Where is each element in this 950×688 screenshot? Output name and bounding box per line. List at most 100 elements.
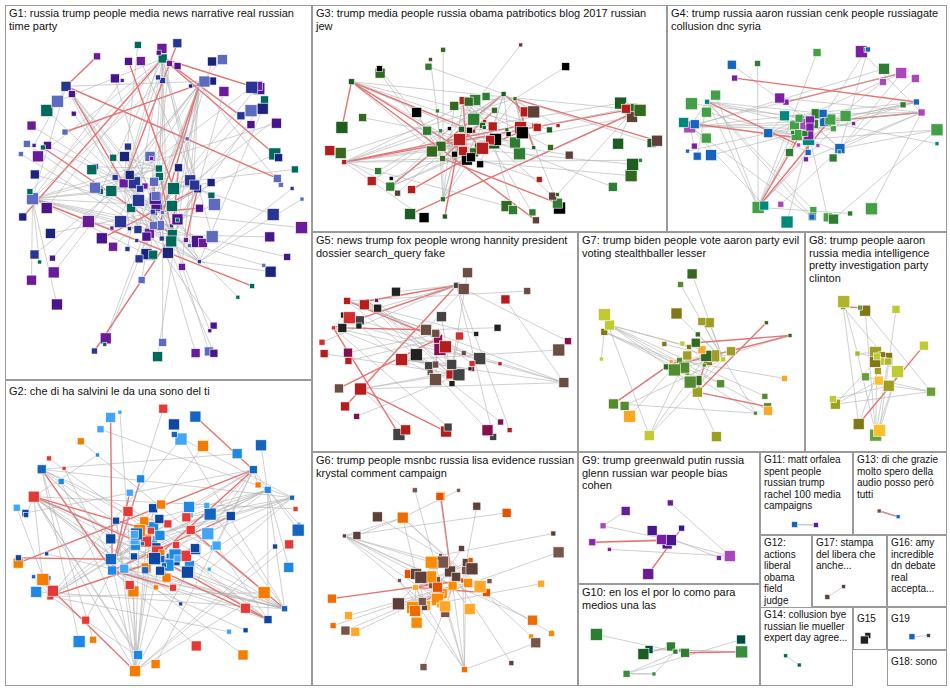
tie-line <box>835 362 875 404</box>
tie-line <box>333 328 448 427</box>
vertex-square <box>513 97 517 101</box>
vertex-square <box>207 567 211 571</box>
vertex-square <box>293 506 298 511</box>
tie-line <box>367 301 487 430</box>
vertex-square <box>608 182 617 191</box>
vertex-square <box>37 573 49 585</box>
group-label: G13: di che grazie molto spero della aud… <box>854 453 946 501</box>
tie-line <box>351 82 537 128</box>
vertex-square <box>498 362 502 366</box>
vertex-square <box>249 466 257 474</box>
tie-line <box>871 112 921 208</box>
tie-line <box>113 189 174 247</box>
tie-line <box>649 650 742 652</box>
vertex-square <box>134 41 141 48</box>
vertex-square <box>115 216 127 228</box>
vertex-square <box>202 528 214 540</box>
tie-line <box>344 536 422 601</box>
vertex-square <box>212 541 221 550</box>
vertex-square <box>829 154 837 162</box>
tie-line <box>33 199 121 222</box>
tie-line <box>670 503 730 556</box>
group-label: G11: matt orfalea spent people russian t… <box>761 453 852 513</box>
vertex-square <box>538 580 545 587</box>
vertex-square <box>273 174 281 182</box>
vertex-square <box>151 191 160 200</box>
vertex-square <box>119 152 129 162</box>
vertex-square <box>698 318 706 326</box>
vertex-square <box>162 247 173 258</box>
group-label: G5: news trump fox people wrong hannity … <box>313 233 577 260</box>
vertex-square <box>127 227 131 231</box>
vertex-square <box>440 601 451 612</box>
vertex-square <box>137 185 144 192</box>
vertex-square <box>204 502 210 508</box>
vertex-square <box>528 106 540 118</box>
vertex-square <box>110 154 117 161</box>
vertex-square <box>452 151 458 157</box>
vertex-square <box>374 304 382 312</box>
tie-line <box>124 48 162 183</box>
vertex-square <box>469 361 475 367</box>
group-label: G6: trump people msnbc russia lisa evide… <box>313 453 577 480</box>
tie-line <box>42 469 213 547</box>
vertex-square <box>430 374 442 386</box>
group-label: G10: en los el por lo como para medios u… <box>579 585 759 612</box>
tie-line <box>50 596 229 631</box>
vertex-square <box>524 288 531 295</box>
tie-line <box>135 498 292 541</box>
vertex-square <box>199 76 210 87</box>
vertex-square <box>816 144 820 148</box>
tie-line <box>35 183 124 254</box>
tie-line <box>149 125 251 234</box>
tie-line <box>34 497 146 571</box>
vertex-square <box>819 109 827 117</box>
tie-line <box>505 299 563 382</box>
vertex-square <box>156 566 165 575</box>
vertex-square <box>106 412 116 422</box>
group-panel: G11: matt orfalea spent people russian t… <box>760 452 853 535</box>
tie-line <box>333 328 428 366</box>
vertex-square <box>182 513 191 522</box>
tie-line <box>410 115 629 215</box>
vertex-square <box>853 419 864 430</box>
tie-line <box>66 86 153 211</box>
vertex-square <box>173 542 180 549</box>
vertex-square <box>764 406 773 415</box>
vertex-square <box>150 177 159 186</box>
vertex-square <box>589 539 596 546</box>
vertex-square <box>621 104 630 113</box>
vertex-square <box>278 182 283 187</box>
group-panel: G7: trump biden people vote aaron party … <box>578 232 805 452</box>
vertex-square <box>458 126 464 132</box>
group-label: G17: stampa del libera che anche... <box>813 536 886 573</box>
tie-line <box>625 359 724 405</box>
tie-line <box>172 235 210 331</box>
vertex-square <box>461 667 467 673</box>
vertex-square <box>106 534 116 544</box>
vertex-square <box>250 284 255 289</box>
tie-line <box>429 67 504 94</box>
tie-line <box>50 212 154 233</box>
vertex-square <box>780 111 790 121</box>
tie-line <box>344 109 631 162</box>
vertex-square <box>896 68 907 79</box>
vertex-square <box>132 194 144 206</box>
vertex-square <box>149 553 161 565</box>
vertex-square <box>842 585 846 589</box>
tie-line <box>601 332 604 359</box>
tie-line <box>49 458 268 619</box>
tie-line <box>627 640 742 674</box>
tie-line <box>66 86 153 254</box>
vertex-square <box>155 514 164 523</box>
tie-line <box>135 592 264 671</box>
tie-line <box>866 377 931 392</box>
tie-line <box>34 497 137 656</box>
vertex-square <box>210 322 217 329</box>
tie-line <box>158 552 268 620</box>
tie-line <box>351 82 640 111</box>
vertex-square <box>680 341 685 346</box>
vertex-square <box>159 404 168 413</box>
vertex-square <box>896 515 900 519</box>
tie-line <box>702 322 756 414</box>
